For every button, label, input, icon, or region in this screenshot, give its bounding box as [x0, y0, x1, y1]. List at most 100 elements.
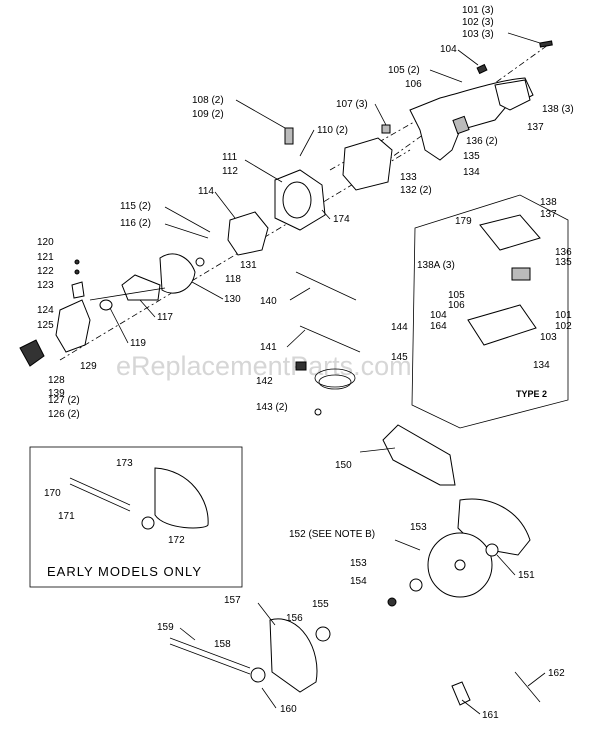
screw-107 — [381, 124, 391, 134]
dust-bag-150 — [382, 424, 456, 486]
blade-assembly — [382, 424, 531, 607]
label-151: 151 — [518, 570, 535, 581]
label-122: 122 — [37, 266, 54, 277]
label-114: 114 — [198, 186, 214, 197]
label-136: 136 (2) — [466, 136, 498, 147]
field — [227, 211, 269, 256]
t-label-134: 134 — [533, 360, 550, 371]
label-155: 155 — [312, 599, 329, 610]
label-162: 162 — [548, 668, 565, 679]
label-123: 123 — [37, 280, 54, 291]
label-131: 131 — [240, 260, 257, 271]
switch-135 — [511, 267, 531, 281]
washer-172 — [141, 516, 155, 530]
label-144: 144 — [391, 322, 408, 333]
label-170: 170 — [44, 488, 61, 499]
label-139: 139 — [48, 388, 65, 399]
label-137: 137 — [527, 122, 544, 133]
label-174: 174 — [333, 214, 350, 225]
label-112: 112 — [222, 166, 238, 177]
label-107: 107 (3) — [336, 99, 368, 110]
label-125: 125 — [37, 320, 54, 331]
label-103: 103 (3) — [462, 29, 494, 40]
clip-161 — [451, 681, 471, 706]
leader-lines — [109, 32, 546, 715]
washer-118 — [195, 257, 205, 267]
label-172: 172 — [168, 535, 185, 546]
label-119: 119 — [130, 338, 146, 349]
t-label-138a: 138A (3) — [417, 260, 455, 271]
label-141: 141 — [260, 342, 277, 353]
label-145: 145 — [391, 352, 408, 363]
t-label-135: 135 — [555, 257, 572, 268]
armature-117 — [121, 274, 161, 301]
bearing-119 — [99, 299, 113, 311]
t-label-104: 104 — [430, 310, 447, 321]
washer-153 — [409, 578, 423, 592]
label-138: 138 (3) — [542, 104, 574, 115]
label-126: 126 (2) — [48, 409, 80, 420]
early-models-inset: EARLY MODELS ONLY — [29, 446, 243, 588]
label-135: 135 — [463, 151, 480, 162]
type2-inset: TYPE 2 — [411, 194, 569, 429]
label-124: 124 — [37, 305, 54, 316]
label-102: 102 (3) — [462, 17, 494, 28]
gear-case-assembly — [19, 259, 91, 367]
label-156: 156 — [286, 613, 303, 624]
label-116: 116 (2) — [120, 218, 151, 229]
label-101: 101 (3) — [462, 5, 494, 16]
motor-housing-assembly — [59, 127, 411, 361]
spindle-128 — [19, 339, 45, 367]
label-161: 161 — [482, 710, 499, 721]
label-153a: 153 — [410, 522, 427, 533]
label-134: 134 — [463, 167, 480, 178]
label-152: 152 (SEE NOTE B) — [289, 529, 375, 540]
guard-157 — [269, 618, 318, 693]
knob-179 — [479, 214, 541, 251]
brush-108 — [284, 127, 294, 145]
switch — [452, 115, 470, 135]
label-120: 120 — [37, 237, 54, 248]
label-130: 130 — [224, 294, 241, 305]
end-cap — [342, 137, 393, 191]
screw-154 — [387, 597, 397, 607]
label-143: 143 (2) — [256, 402, 288, 413]
label-150: 150 — [335, 460, 352, 471]
label-153b: 153 — [350, 558, 367, 569]
handle-grip — [494, 79, 531, 111]
label-171: 171 — [58, 511, 75, 522]
label-160: 160 — [280, 704, 297, 715]
label-127: 127 (2) — [48, 395, 80, 406]
t-label-137: 137 — [540, 209, 557, 220]
part-labels: 101 (3) 102 (3) 103 (3) 104 105 (2) 106 … — [37, 5, 574, 721]
t-label-105: 105 — [448, 290, 465, 301]
plug-142 — [295, 361, 307, 371]
label-108: 108 (2) — [192, 95, 224, 106]
t-label-103: 103 — [540, 332, 557, 343]
handle-base-134 — [467, 304, 537, 346]
screw-143 — [314, 408, 322, 416]
baffle-130 — [159, 253, 196, 294]
label-129: 129 — [80, 361, 97, 372]
t-label-136: 136 — [555, 247, 572, 258]
label-121: 121 — [37, 252, 54, 263]
label-159: 159 — [157, 622, 174, 633]
label-104: 104 — [440, 44, 457, 55]
label-111: 111 — [222, 152, 238, 163]
screw-101 — [539, 40, 553, 48]
label-117: 117 — [157, 312, 173, 323]
screw-104 — [476, 63, 488, 75]
label-118: 118 — [225, 274, 241, 285]
washer-158 — [250, 667, 266, 683]
guard-173 — [154, 467, 209, 529]
t-label-138: 138 — [540, 197, 557, 208]
cord-parts — [295, 271, 361, 416]
handle-assembly — [329, 40, 553, 181]
label-140: 140 — [260, 296, 277, 307]
watermark: eReplacementParts.com — [116, 351, 412, 381]
label-173: 173 — [116, 458, 133, 469]
label-105: 105 (2) — [388, 65, 420, 76]
wrench-162 — [514, 671, 541, 703]
label-133: 133 — [400, 172, 417, 183]
label-158: 158 — [214, 639, 231, 650]
